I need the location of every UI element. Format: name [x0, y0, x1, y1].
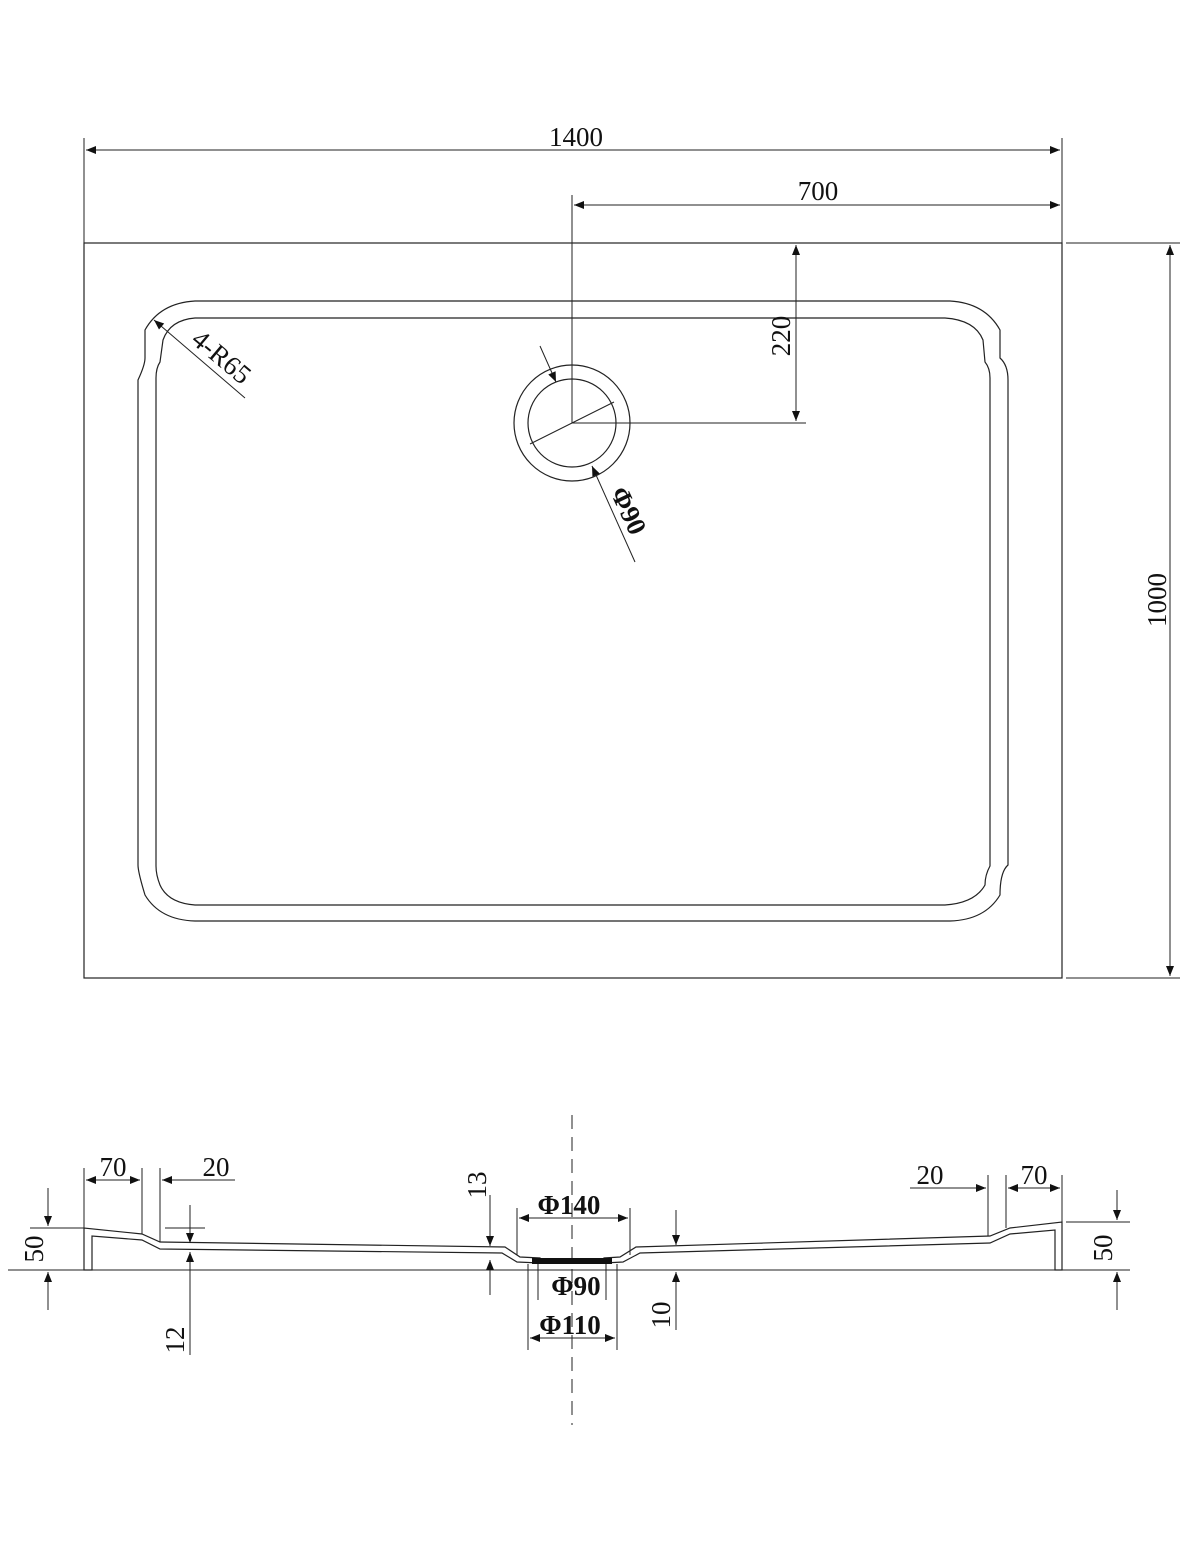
- dim-drain-x-label: 700: [798, 176, 839, 206]
- drain-inner-label: Φ90: [551, 1271, 600, 1301]
- basin-inner-edge: [155, 317, 991, 906]
- dim-drain-y-label: 220: [766, 316, 796, 357]
- right-rim-label: 70: [1021, 1160, 1048, 1190]
- tray-profile-right: [603, 1221, 1063, 1271]
- basin-outer-edge: [137, 300, 1009, 922]
- right-height-label: 50: [1088, 1235, 1118, 1262]
- leader-drain-top: [539, 345, 557, 383]
- drain-plate: [532, 1258, 612, 1264]
- leader-drain-bottom: [591, 465, 636, 563]
- drain-pipe-label: Φ110: [539, 1310, 600, 1340]
- leader-corner-radius: [153, 319, 246, 399]
- dim-width-label: 1400: [549, 122, 603, 152]
- tray-outline: [83, 242, 1063, 979]
- right-step-label: 20: [917, 1160, 944, 1190]
- drain-depth-label: 13: [462, 1172, 492, 1199]
- dim-depth-label: 1000: [1142, 573, 1172, 627]
- drain-outer-label: Φ140: [538, 1190, 601, 1220]
- base-thickness-label: 12: [160, 1327, 190, 1354]
- section-view: 70 20 12 50 13 Φ140 Φ90 Φ110: [8, 1115, 1130, 1425]
- plan-view: 1400 700 220 1000 4-R65 Φ90: [83, 122, 1180, 979]
- drain-lip-label: 10: [646, 1302, 676, 1329]
- left-step-label: 20: [203, 1152, 230, 1182]
- tray-profile-left: [83, 1227, 541, 1271]
- left-rim-label: 70: [100, 1152, 127, 1182]
- left-height-label: 50: [19, 1236, 49, 1263]
